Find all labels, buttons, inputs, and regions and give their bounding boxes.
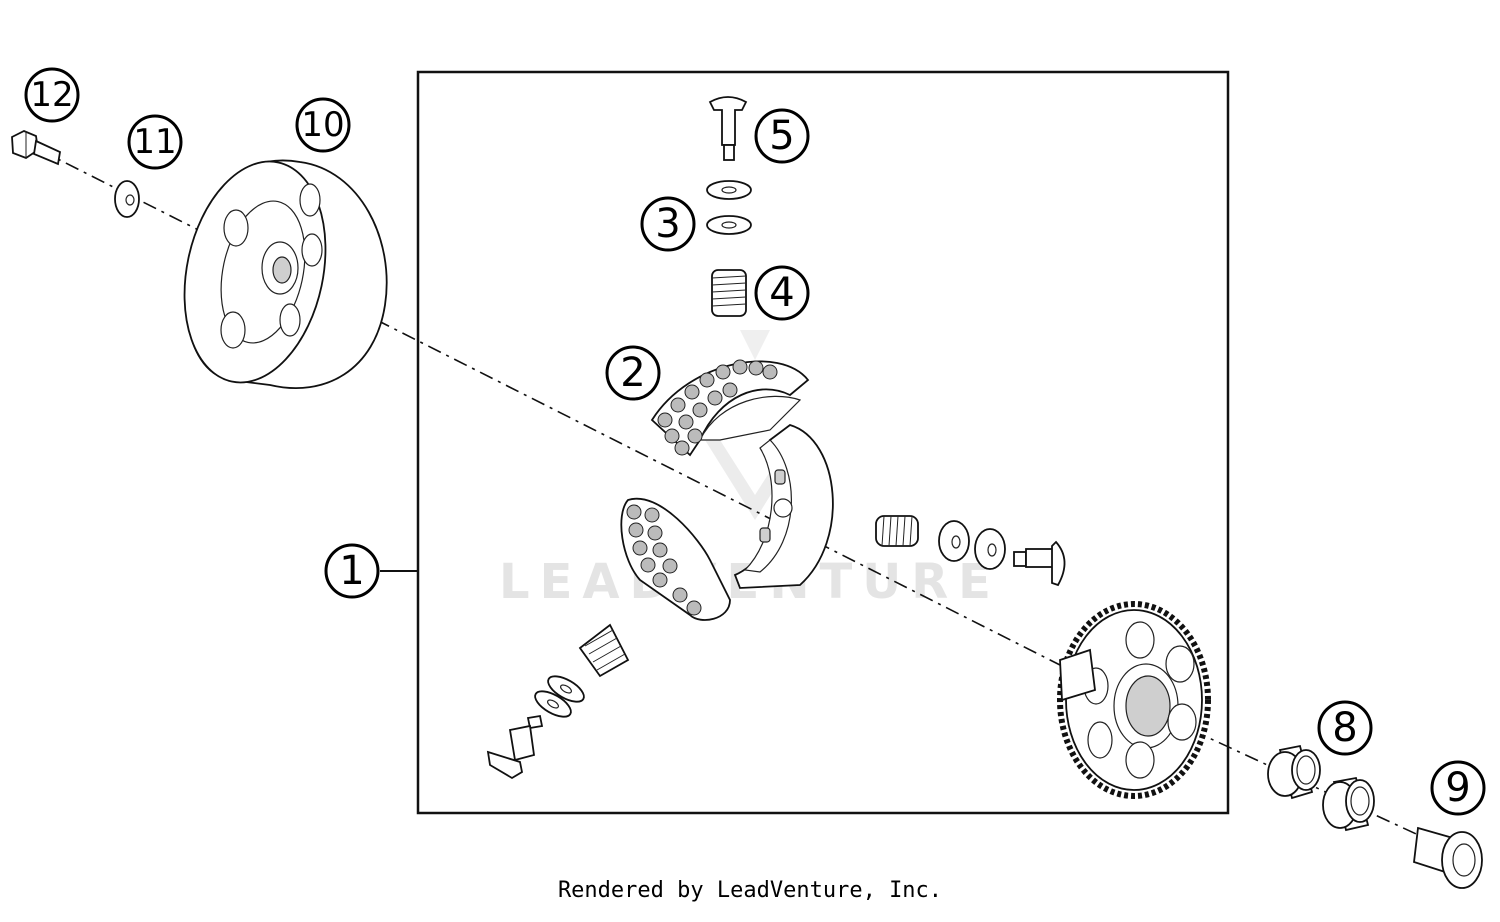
callout-label: 3: [655, 201, 680, 247]
kit-frame: [416, 70, 1230, 815]
clutch-shoe-right: [733, 424, 834, 589]
callout-label: 1: [339, 548, 364, 594]
callout-10: 10: [295, 97, 351, 153]
sleeve-9: [1413, 826, 1483, 889]
spring-lower: [578, 623, 630, 678]
pin-right: [1013, 540, 1066, 587]
callout-11: 11: [127, 114, 183, 170]
washer-11: [114, 180, 140, 218]
bolt-12: [11, 130, 62, 166]
washers-3-top: [706, 180, 752, 235]
callout-3: 3: [640, 196, 696, 252]
clutch-shoe-lower: [620, 497, 731, 621]
clutch-drum-10: [183, 159, 388, 389]
bushings-8: [1267, 744, 1375, 832]
callout-1: 1: [324, 543, 380, 599]
washers-lower: [534, 675, 585, 718]
callout-label: 5: [769, 113, 794, 159]
callout-8: 8: [1317, 700, 1373, 756]
clutch-shoe-2-upper: [650, 359, 810, 457]
callout-5: 5: [754, 108, 810, 164]
spring-right: [875, 515, 919, 547]
callout-label: 10: [301, 105, 344, 145]
callout-label: 8: [1332, 705, 1357, 751]
callout-label: 2: [620, 350, 645, 396]
callout-2: 2: [605, 345, 661, 401]
callout-label: 4: [769, 270, 794, 316]
callout-4: 4: [754, 265, 810, 321]
pin-lower: [486, 714, 544, 780]
footer-credit: Rendered by LeadVenture, Inc.: [557, 878, 943, 903]
callout-label: 9: [1445, 765, 1470, 811]
callout-9: 9: [1430, 760, 1486, 816]
spring-4-top: [711, 269, 747, 317]
primary-gear: [1057, 601, 1211, 799]
pin-5-top: [708, 96, 748, 161]
callout-label: 11: [133, 122, 176, 162]
washers-right: [938, 520, 1006, 570]
axis-main: [39, 149, 1061, 666]
callout-label: 12: [30, 75, 73, 115]
callout-12: 12: [24, 67, 80, 123]
